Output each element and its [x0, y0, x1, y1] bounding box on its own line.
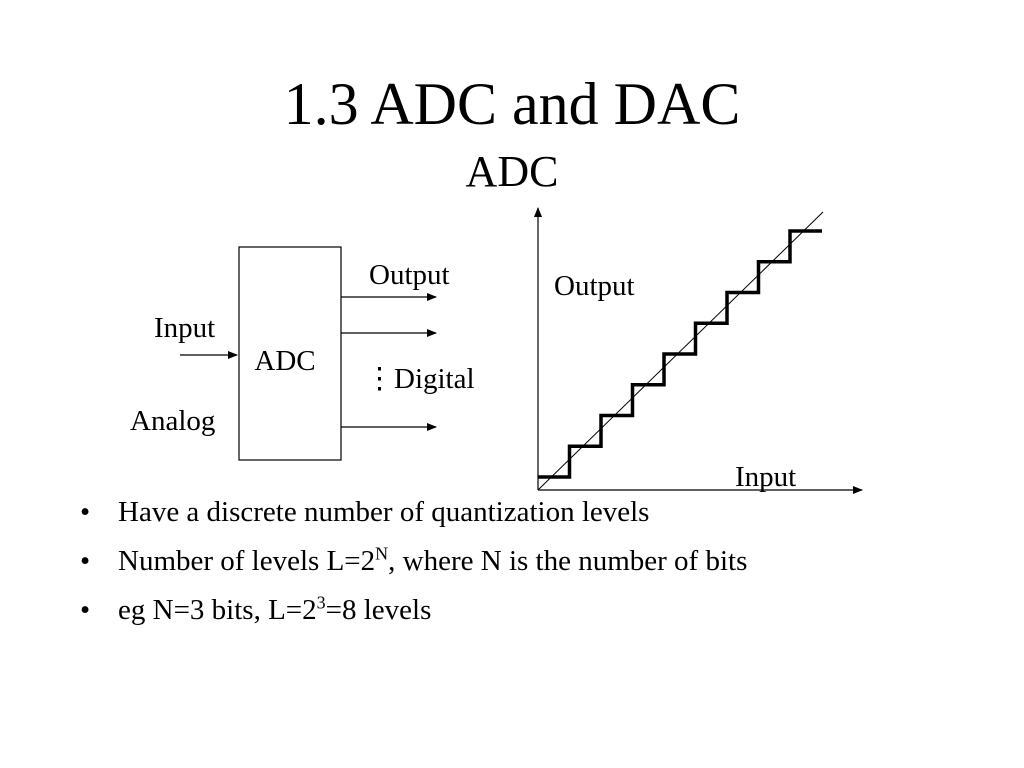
bullet-marker: • [80, 545, 91, 577]
bullet-marker: • [80, 496, 91, 528]
slide-title: 1.3 ADC and DAC [283, 71, 741, 137]
bullet-text-pre: eg N=3 bits, L=2 [118, 594, 317, 626]
ellipsis-label: ⋮ [365, 363, 394, 395]
bullet-item: • Have a discrete number of quantization… [80, 488, 747, 537]
bullet-marker: • [80, 594, 91, 626]
input-label: Input [154, 312, 215, 344]
bullet-item: • eg N=3 bits, L=23=8 levels [80, 586, 747, 635]
bullet-item: • Number of levels L=2N, where N is the … [80, 537, 747, 586]
output-label: Output [369, 259, 450, 291]
bullet-superscript: N [375, 543, 389, 564]
bullet-text-post: =8 levels [325, 594, 432, 626]
adc-block [238, 246, 342, 461]
bullet-text-pre: Number of levels L=2 [118, 545, 376, 577]
bullet-list: • Have a discrete number of quantization… [80, 488, 747, 635]
bullet-text-post: , where N is the number of bits [388, 545, 748, 577]
plot-output-label: Output [554, 270, 635, 302]
digital-label: Digital [394, 363, 475, 395]
adc-block-label: ADC [254, 345, 315, 377]
quantization-staircase [538, 229, 822, 479]
plot-input-label: Input [735, 461, 796, 493]
bullet-text: Have a discrete number of quantization l… [118, 496, 650, 528]
analog-label: Analog [130, 405, 215, 437]
slide-subtitle: ADC [465, 147, 559, 196]
ideal-line [537, 211, 824, 491]
bullet-superscript: 3 [316, 592, 326, 613]
